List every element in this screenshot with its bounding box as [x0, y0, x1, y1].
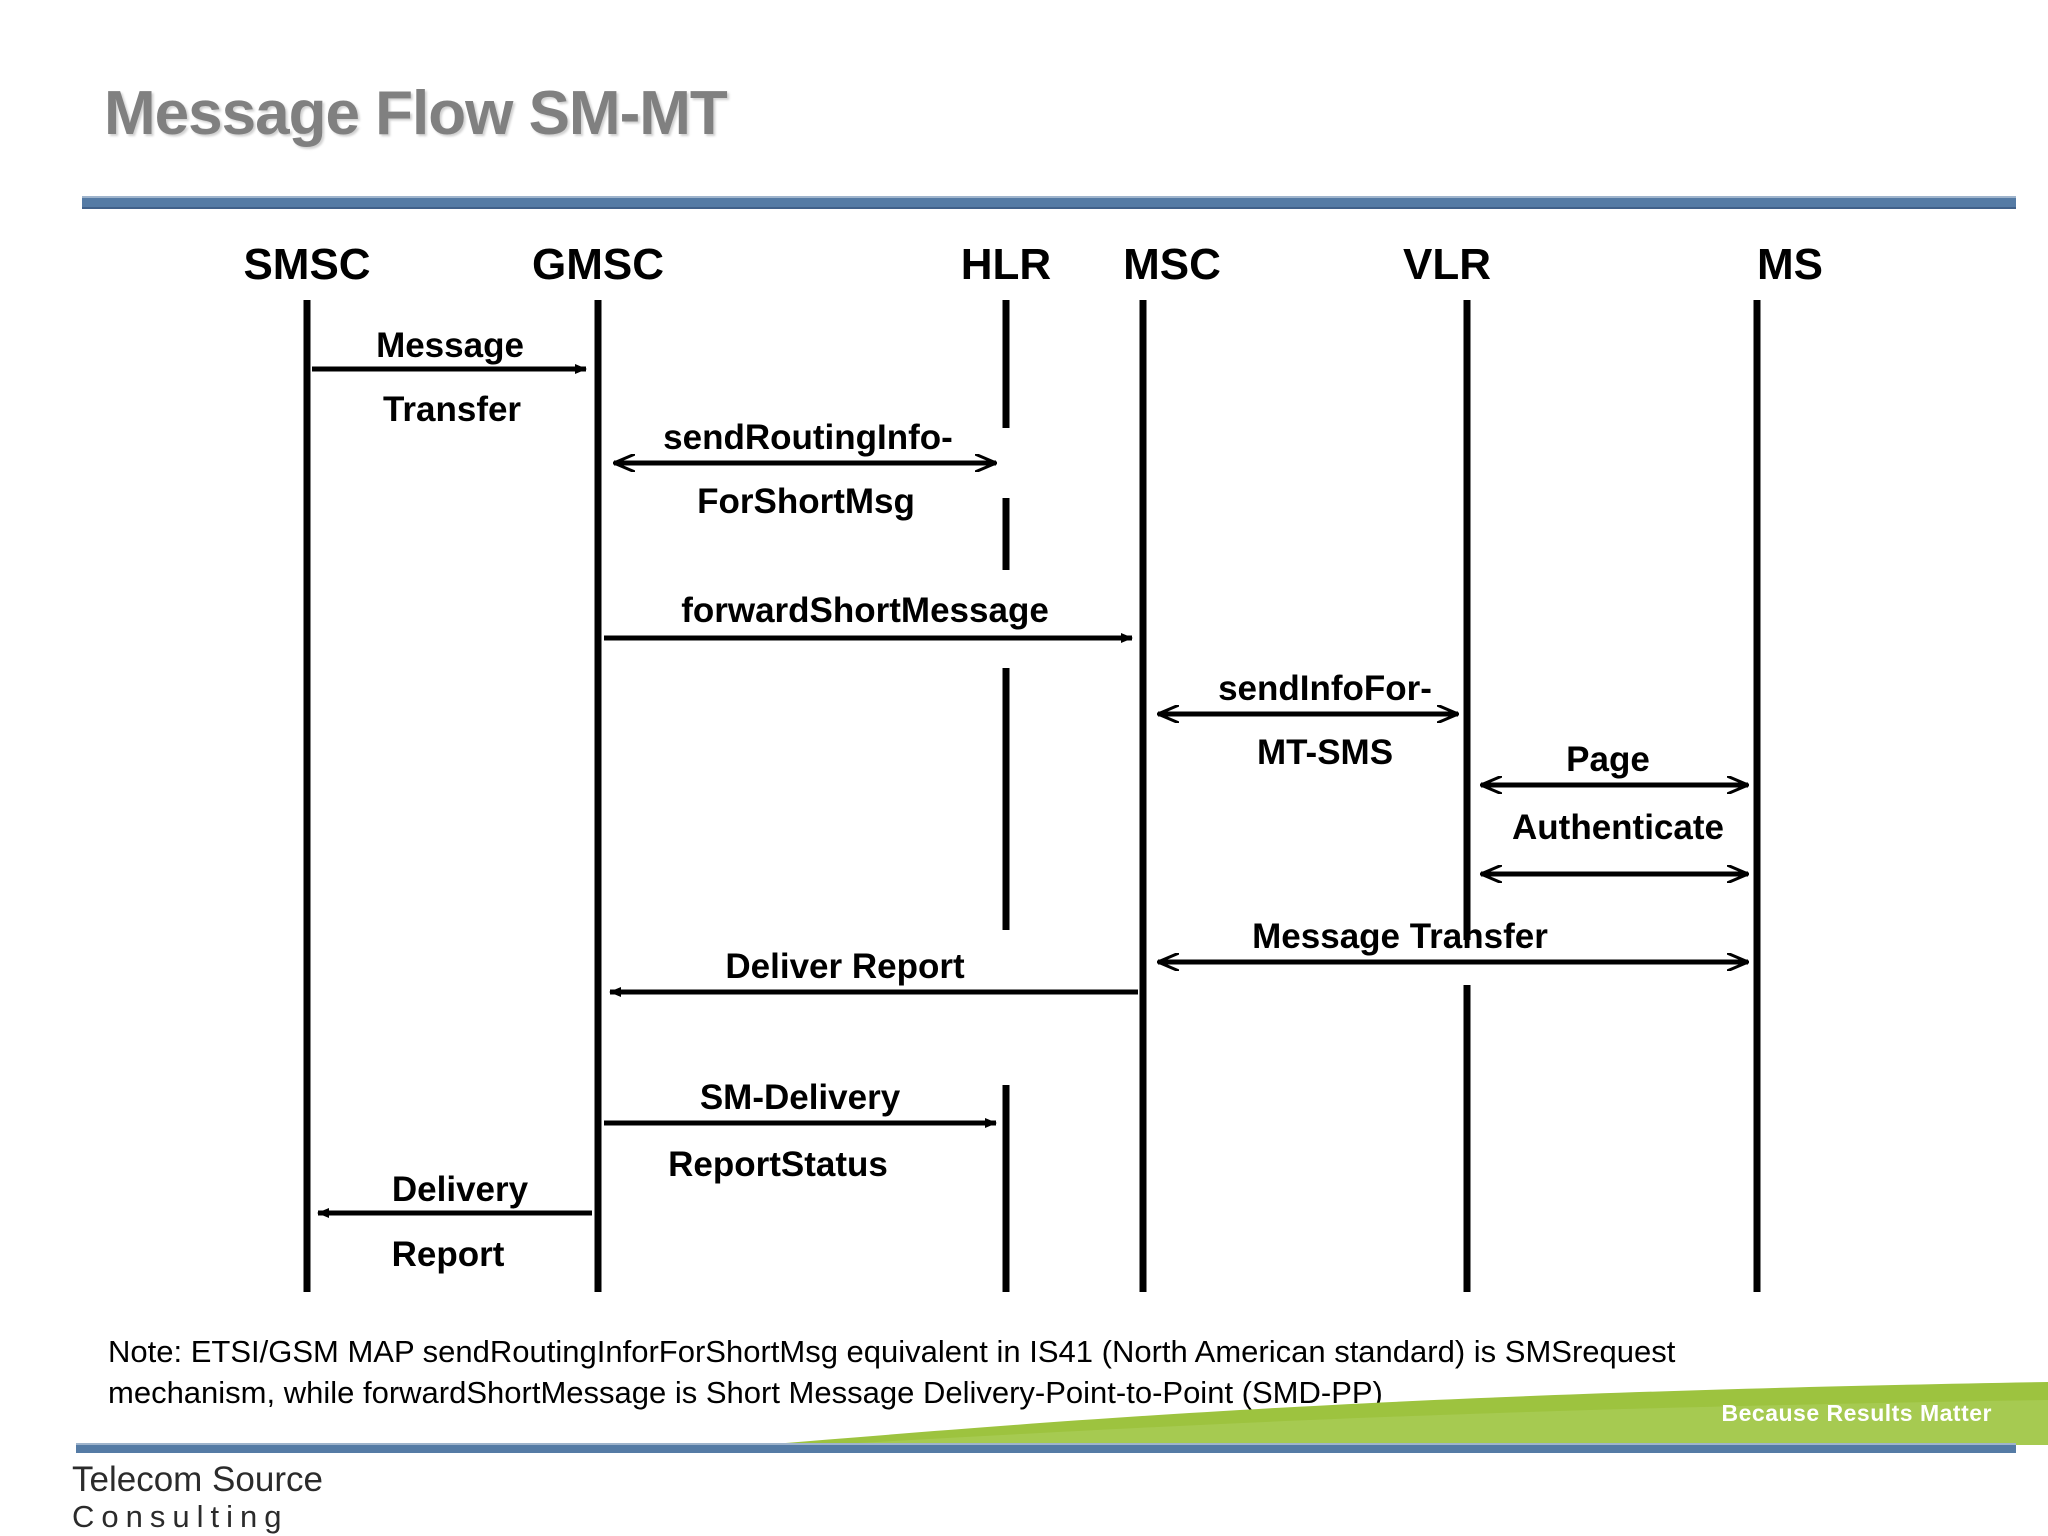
- label-page: Page: [1566, 740, 1650, 779]
- title-divider: [82, 196, 2016, 209]
- page-title: Message Flow SM-MT: [104, 79, 728, 148]
- label-delivery-report-below: Report: [391, 1235, 505, 1274]
- lifeline-header-gmsc: GMSC: [532, 240, 664, 289]
- label-message-transfer-below: Transfer: [382, 390, 522, 429]
- label-forward-short-message: forwardShortMessage: [681, 591, 1049, 630]
- note-line-1: Note: ETSI/GSM MAP sendRoutingInforForSh…: [108, 1334, 1676, 1369]
- lifeline-header-vlr: VLR: [1403, 240, 1491, 289]
- label-message-transfer-above: Message: [376, 326, 524, 365]
- diagram-note: Note: ETSI/GSM MAP sendRoutingInforForSh…: [108, 1332, 1938, 1414]
- logo-line-2: Consulting: [72, 1498, 289, 1534]
- label-deliver-report: Deliver Report: [725, 947, 965, 986]
- label-delivery-report-above: Delivery: [391, 1170, 529, 1209]
- footer-tagline: Because Results Matter: [1721, 1400, 1992, 1426]
- footer-divider: [76, 1443, 2016, 1453]
- logo-line-1: Telecom Source: [72, 1460, 323, 1499]
- lifeline-header-msc: MSC: [1123, 240, 1221, 289]
- label-authenticate: Authenticate: [1512, 808, 1724, 847]
- lifeline-header-hlr: HLR: [960, 240, 1052, 289]
- label-message-transfer-radio: Message Transfer: [1252, 917, 1548, 956]
- message-arrow-group: [312, 364, 1748, 1218]
- label-send-info-for-above: sendInfoFor-: [1218, 669, 1432, 708]
- label-sm-delivery-above: SM-Delivery: [699, 1078, 901, 1117]
- label-send-routing-info-above: sendRoutingInfo-: [663, 418, 953, 457]
- company-logo: Telecom Source Consulting: [72, 1460, 323, 1534]
- label-send-routing-info-below: ForShortMsg: [697, 482, 915, 521]
- note-line-2: mechanism, while forwardShortMessage is …: [108, 1374, 1383, 1410]
- lifeline-group: [303, 300, 1761, 1292]
- lifeline-header-ms: MS: [1757, 240, 1823, 289]
- footer-swoosh: [0, 1370, 2048, 1445]
- label-sm-delivery-below: ReportStatus: [668, 1145, 888, 1184]
- lifeline-header-smsc: SMSC: [243, 240, 371, 289]
- label-send-info-for-below: MT-SMS: [1256, 733, 1394, 772]
